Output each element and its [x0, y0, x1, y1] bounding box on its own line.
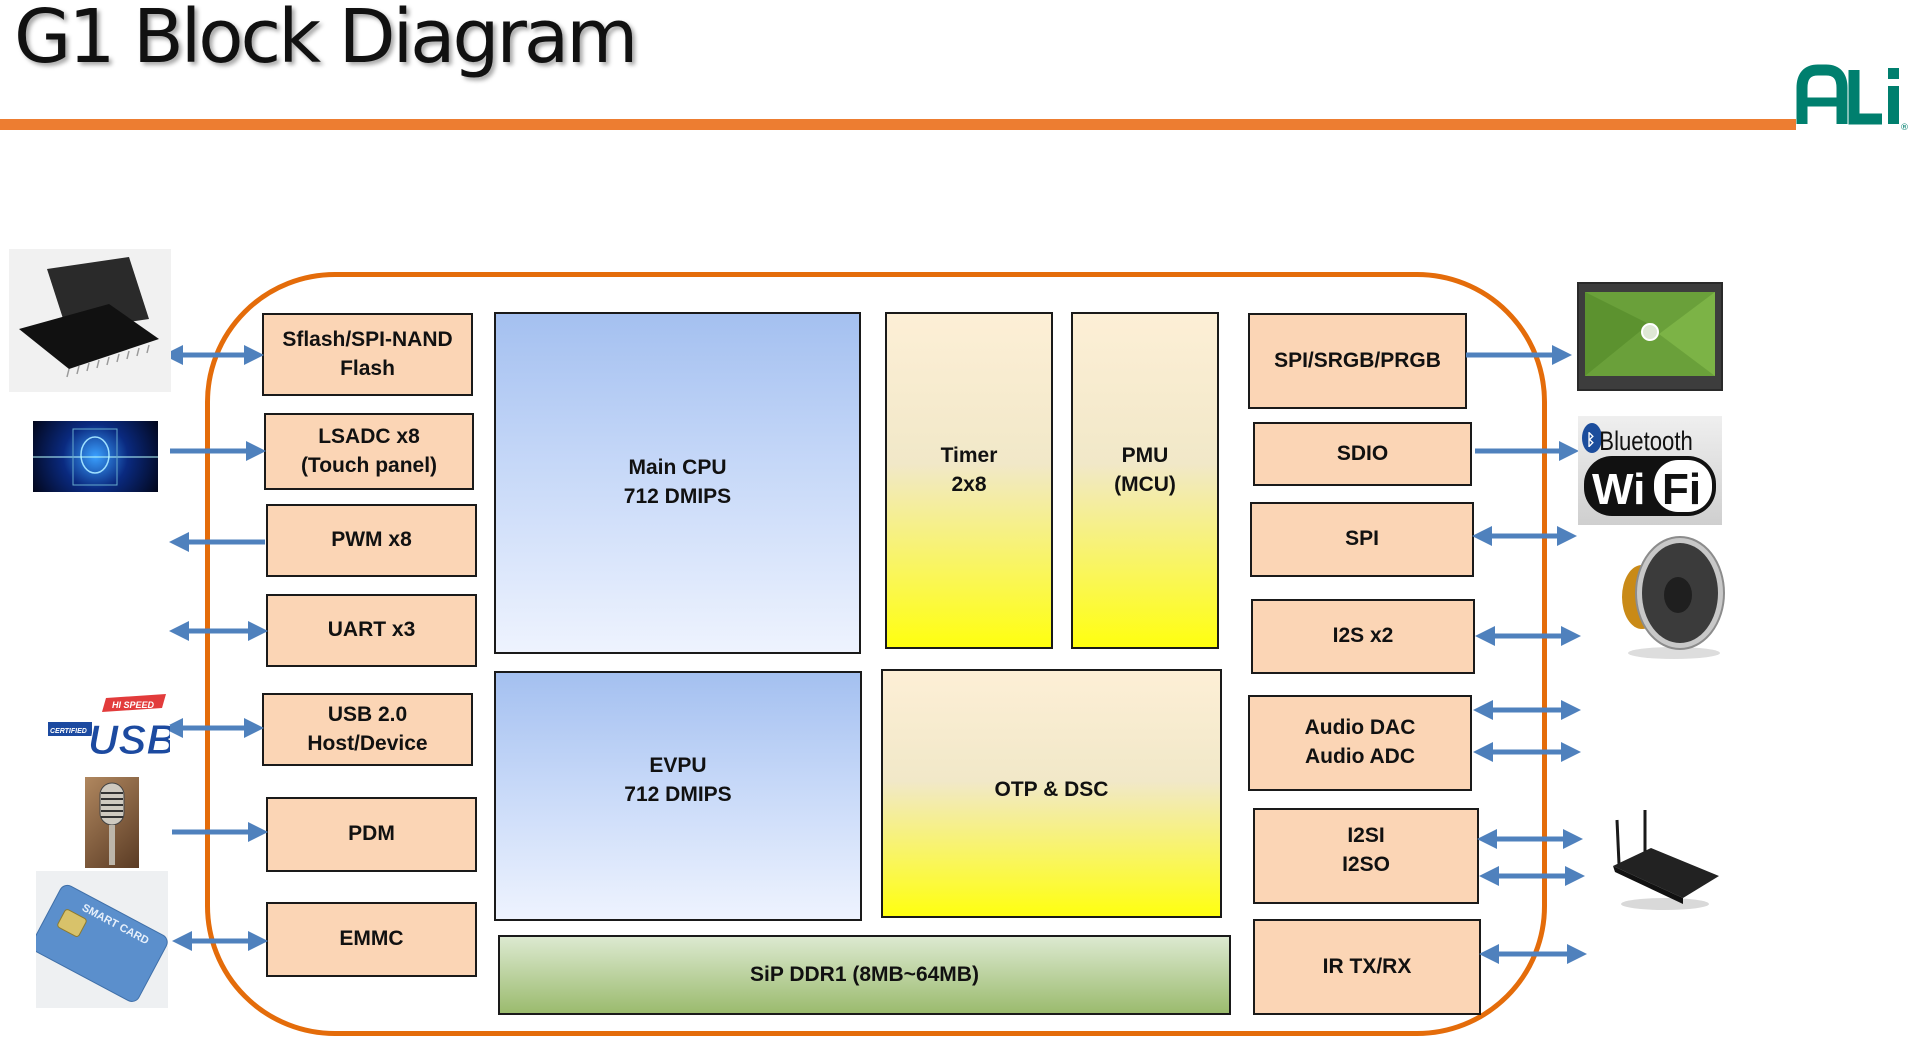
- flash-chip-icon: [19, 257, 159, 378]
- ali-logo: ®: [1796, 62, 1908, 134]
- block-sublabel: 712 DMIPS: [623, 485, 732, 508]
- block-label: IR TX/RX: [1322, 954, 1412, 978]
- block-sublabel: Audio ADC: [1304, 745, 1416, 768]
- tablet-display-image: [1577, 282, 1723, 391]
- flash-chip-image: [9, 249, 171, 392]
- block-label: I2SI: [1347, 824, 1385, 848]
- microphone-icon: [99, 782, 125, 865]
- block-sdio: SDIO: [1253, 422, 1472, 486]
- block-i2s: I2S x2: [1251, 599, 1475, 674]
- block-label: Main CPU: [628, 456, 727, 480]
- title-underline: [0, 119, 1796, 130]
- speaker-icon: [1622, 536, 1725, 659]
- block-label: Sflash/SPI-NAND: [282, 327, 453, 351]
- block-label: Audio DAC: [1304, 716, 1416, 740]
- block-sublabel: 2x8: [951, 472, 987, 496]
- block-sublabel: Flash: [340, 356, 395, 380]
- block-sflash: Sflash/SPI-NAND Flash: [262, 313, 473, 396]
- block-lsadc: LSADC x8 (Touch panel): [264, 413, 474, 490]
- touch-panel-image: [33, 421, 158, 492]
- block-pwm: PWM x8: [266, 504, 477, 577]
- block-uart: UART x3: [266, 594, 477, 667]
- block-label: Timer: [940, 443, 998, 467]
- microphone-image: [85, 777, 139, 868]
- svg-text:ᛒ: ᛒ: [1586, 430, 1596, 449]
- block-label: SiP DDR1 (8MB~64MB): [750, 962, 979, 986]
- block-main-cpu: Main CPU 712 DMIPS: [494, 312, 861, 654]
- block-sip-ddr1: SiP DDR1 (8MB~64MB): [498, 935, 1231, 1015]
- tablet-icon: [1585, 292, 1715, 376]
- svg-text:HI SPEED: HI SPEED: [112, 700, 155, 710]
- block-ir-tx-rx: IR TX/RX: [1253, 919, 1481, 1015]
- block-label: EMMC: [339, 927, 404, 951]
- block-spi: SPI: [1250, 502, 1474, 577]
- usb-logo-image: HI SPEED CERTIFIED USB: [48, 694, 170, 764]
- wireless-router-image: [1605, 808, 1723, 912]
- block-sublabel: Host/Device: [307, 731, 428, 755]
- block-i2si-i2so: I2SI I2SO: [1253, 808, 1479, 904]
- block-sublabel: (Touch panel): [300, 453, 438, 477]
- router-icon: [1613, 810, 1719, 910]
- smart-card-image: SMART CARD: [36, 871, 168, 1008]
- soc-boundary: [205, 272, 1547, 1036]
- smart-card-icon: SMART CARD: [36, 884, 168, 1002]
- svg-text:Fi: Fi: [1662, 465, 1701, 514]
- block-otp-dsc: OTP & DSC: [881, 669, 1222, 918]
- block-pdm: PDM: [266, 797, 477, 872]
- block-label: LSADC x8: [318, 424, 420, 448]
- block-label: OTP & DSC: [994, 778, 1109, 802]
- face-scan-icon: [33, 428, 158, 486]
- block-label: PMU: [1121, 443, 1169, 467]
- block-sublabel: (MCU): [1114, 472, 1176, 496]
- block-sublabel: I2SO: [1342, 853, 1390, 876]
- bluetooth-wifi-image: ᛒ Bluetooth Wi Fi: [1578, 416, 1722, 525]
- block-spi-srgb-prgb: SPI/SRGB/PRGB: [1248, 313, 1467, 409]
- registered-mark: ®: [1900, 123, 1908, 133]
- block-label: SPI: [1345, 527, 1379, 551]
- speaker-image: [1608, 529, 1730, 661]
- usb-certified-icon: HI SPEED CERTIFIED USB: [48, 694, 170, 764]
- block-label: UART x3: [327, 618, 416, 642]
- block-pmu: PMU (MCU): [1071, 312, 1219, 649]
- block-emmc: EMMC: [266, 902, 477, 977]
- block-label: I2S x2: [1332, 624, 1394, 648]
- block-label: EVPU: [649, 754, 707, 778]
- svg-text:Wi: Wi: [1592, 465, 1645, 514]
- block-label: PWM x8: [331, 528, 412, 552]
- svg-text:CERTIFIED: CERTIFIED: [50, 728, 87, 735]
- svg-text:Bluetooth: Bluetooth: [1599, 427, 1692, 457]
- block-timer: Timer 2x8: [885, 312, 1053, 649]
- bluetooth-wifi-icon: ᛒ Bluetooth Wi Fi: [1582, 423, 1716, 516]
- slide-title: G1 Block Diagram: [14, 0, 638, 80]
- block-evpu: EVPU 712 DMIPS: [494, 671, 862, 921]
- block-label: SPI/SRGB/PRGB: [1274, 348, 1441, 372]
- svg-text:USB: USB: [88, 716, 170, 763]
- block-audio-dac-adc: Audio DAC Audio ADC: [1248, 695, 1472, 791]
- block-label: PDM: [348, 822, 395, 846]
- block-label: USB 2.0: [327, 702, 408, 726]
- block-label: SDIO: [1336, 441, 1389, 465]
- block-sublabel: 712 DMIPS: [624, 783, 732, 806]
